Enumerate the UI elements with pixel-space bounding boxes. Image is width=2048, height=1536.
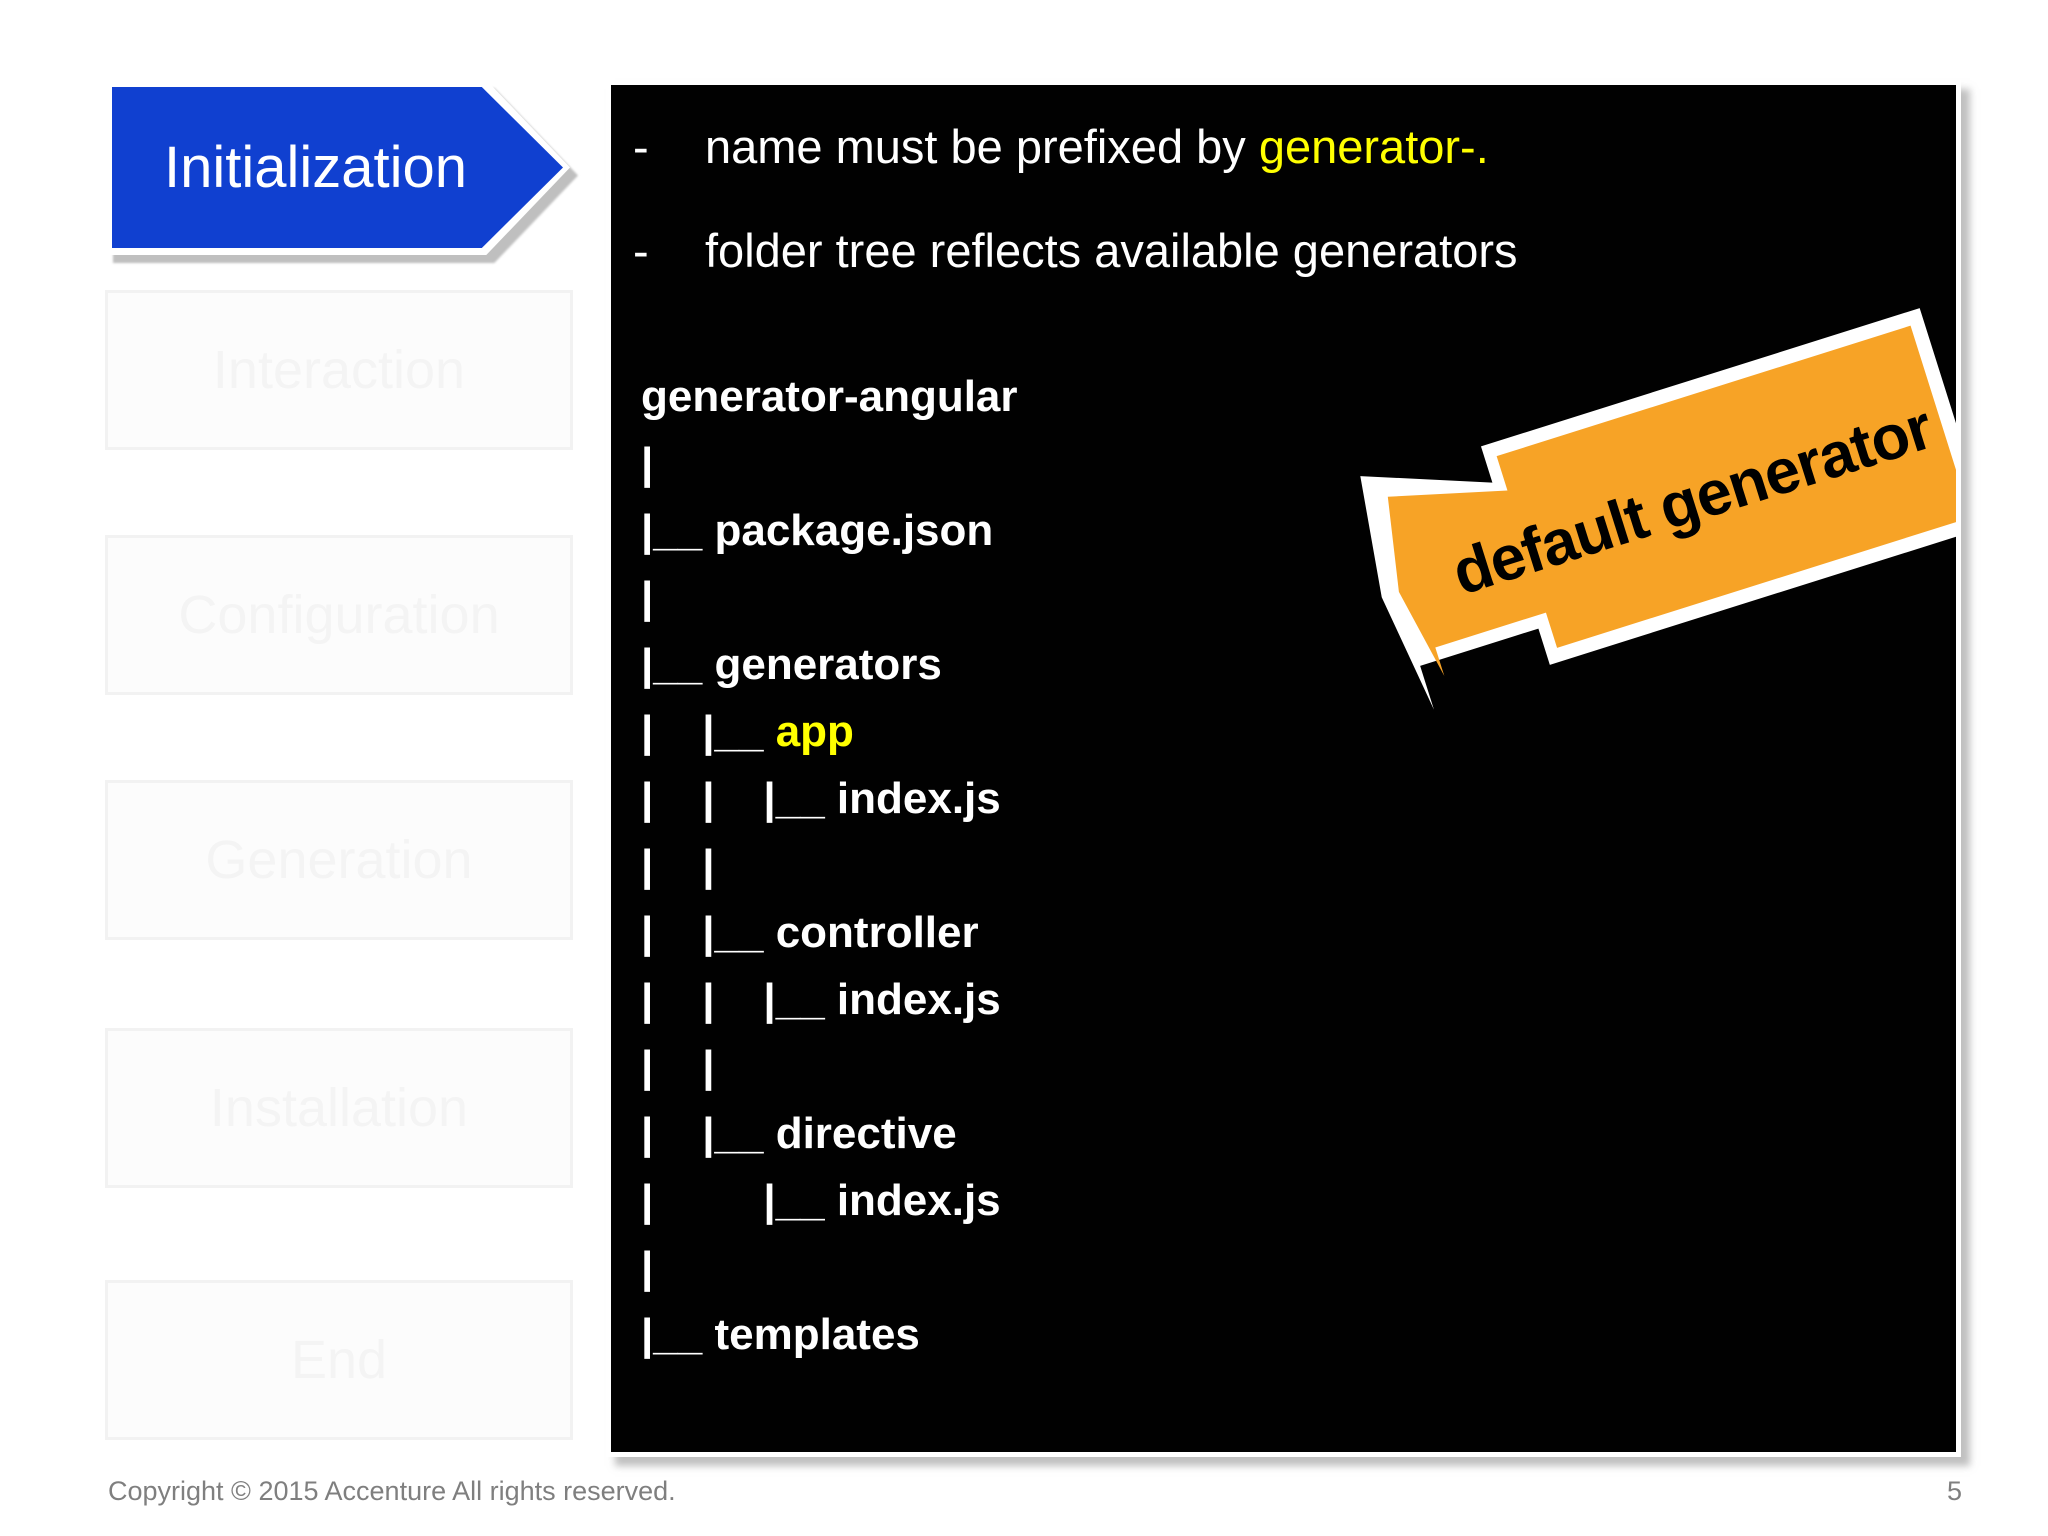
tree-line: |__ package.json — [641, 509, 1018, 576]
tree-node-label: app — [775, 707, 854, 756]
tree-connector: |__ — [641, 1310, 715, 1359]
callout-default-generator: default generator — [1345, 300, 1956, 714]
tree-connector: |__ — [641, 506, 715, 555]
tree-connector: |__ — [641, 640, 715, 689]
bullet-marker: - — [633, 224, 649, 277]
tree-connector: | | |__ — [641, 975, 837, 1024]
bullet-text: name must be prefixed by generator-. — [705, 123, 1489, 170]
tree-line: | — [641, 1246, 1018, 1313]
tree-node-label: index.js — [836, 1176, 1001, 1225]
sidebar-item-initialization[interactable]: Initialization — [105, 80, 578, 263]
tree-line: | | |__ index.js — [641, 978, 1018, 1045]
tree-connector: | | — [641, 1042, 715, 1091]
sidebar-item-interaction[interactable]: Interaction — [105, 290, 573, 450]
sidebar-item-label-generation: Generation — [205, 830, 473, 890]
sidebar-item-label-end: End — [290, 1330, 388, 1390]
sidebar-item-generation[interactable]: Generation — [105, 780, 573, 940]
callout-label: default generator — [1444, 391, 1940, 609]
tree-node-label: templates — [714, 1310, 920, 1359]
chevron-arrow-shape: Initialization — [112, 87, 563, 248]
tree-connector: | |__ — [641, 707, 776, 756]
tree-connector: | | — [641, 841, 715, 890]
copyright-text: Copyright © 2015 Accenture All rights re… — [108, 1476, 676, 1506]
content-panel: - name must be prefixed by generator-. -… — [606, 80, 1961, 1457]
tree-line: | | — [641, 1045, 1018, 1112]
stage-sidebar: Initialization Interaction Configuration… — [0, 0, 600, 1440]
folder-tree: generator-angular||__ package.json||__ g… — [641, 375, 1018, 1380]
sidebar-item-label-interaction: Interaction — [212, 340, 466, 400]
tree-line: | | — [641, 844, 1018, 911]
bullet-text: folder tree reflects available generator… — [705, 224, 1518, 277]
bullet-item-folder-tree-rule: - folder tree reflects available generat… — [633, 227, 1518, 274]
tree-line: | |__ controller — [641, 911, 1018, 978]
sidebar-item-configuration[interactable]: Configuration — [105, 535, 573, 695]
tree-connector: | — [641, 439, 654, 488]
sidebar-item-end[interactable]: End — [105, 1280, 573, 1440]
sidebar-item-label-initialization: Initialization — [164, 134, 468, 200]
tree-line: generator-angular — [641, 375, 1018, 442]
bullet-text-highlight: generator-. — [1258, 120, 1489, 173]
tree-node-label: generators — [714, 640, 942, 689]
bullet-text-plain: name must be prefixed by — [705, 120, 1259, 173]
tree-node-label: generator-angular — [641, 372, 1018, 421]
tree-node-label: directive — [775, 1109, 957, 1158]
bullet-item-naming-rule: - name must be prefixed by generator-. — [633, 123, 1489, 170]
tree-connector: | — [641, 1243, 654, 1292]
sidebar-item-label-installation: Installation — [209, 1078, 469, 1138]
tree-connector: | |__ — [641, 1176, 837, 1225]
sidebar-item-installation[interactable]: Installation — [105, 1028, 573, 1188]
tree-line: | — [641, 442, 1018, 509]
tree-line: | | |__ index.js — [641, 777, 1018, 844]
tree-connector: | | |__ — [641, 774, 837, 823]
tree-line: | |__ index.js — [641, 1179, 1018, 1246]
content-panel-body: - name must be prefixed by generator-. -… — [611, 85, 1956, 1452]
page-number: 5 — [1946, 1476, 1962, 1506]
tree-line: | — [641, 576, 1018, 643]
tree-connector: | — [641, 573, 654, 622]
tree-node-label: controller — [775, 908, 979, 957]
bullet-marker: - — [633, 120, 649, 173]
arrow-left-icon — [1360, 308, 1956, 710]
tree-connector: | |__ — [641, 1109, 776, 1158]
slide-footer: Copyright © 2015 Accenture All rights re… — [0, 1456, 2048, 1536]
tree-line: | |__ app — [641, 710, 1018, 777]
tree-line: | |__ directive — [641, 1112, 1018, 1179]
tree-line: |__ generators — [641, 643, 1018, 710]
tree-node-label: package.json — [714, 506, 994, 555]
tree-node-label: index.js — [836, 774, 1001, 823]
tree-node-label: index.js — [836, 975, 1001, 1024]
tree-connector: | |__ — [641, 908, 776, 957]
sidebar-item-label-configuration: Configuration — [178, 585, 500, 645]
tree-line: |__ templates — [641, 1313, 1018, 1380]
